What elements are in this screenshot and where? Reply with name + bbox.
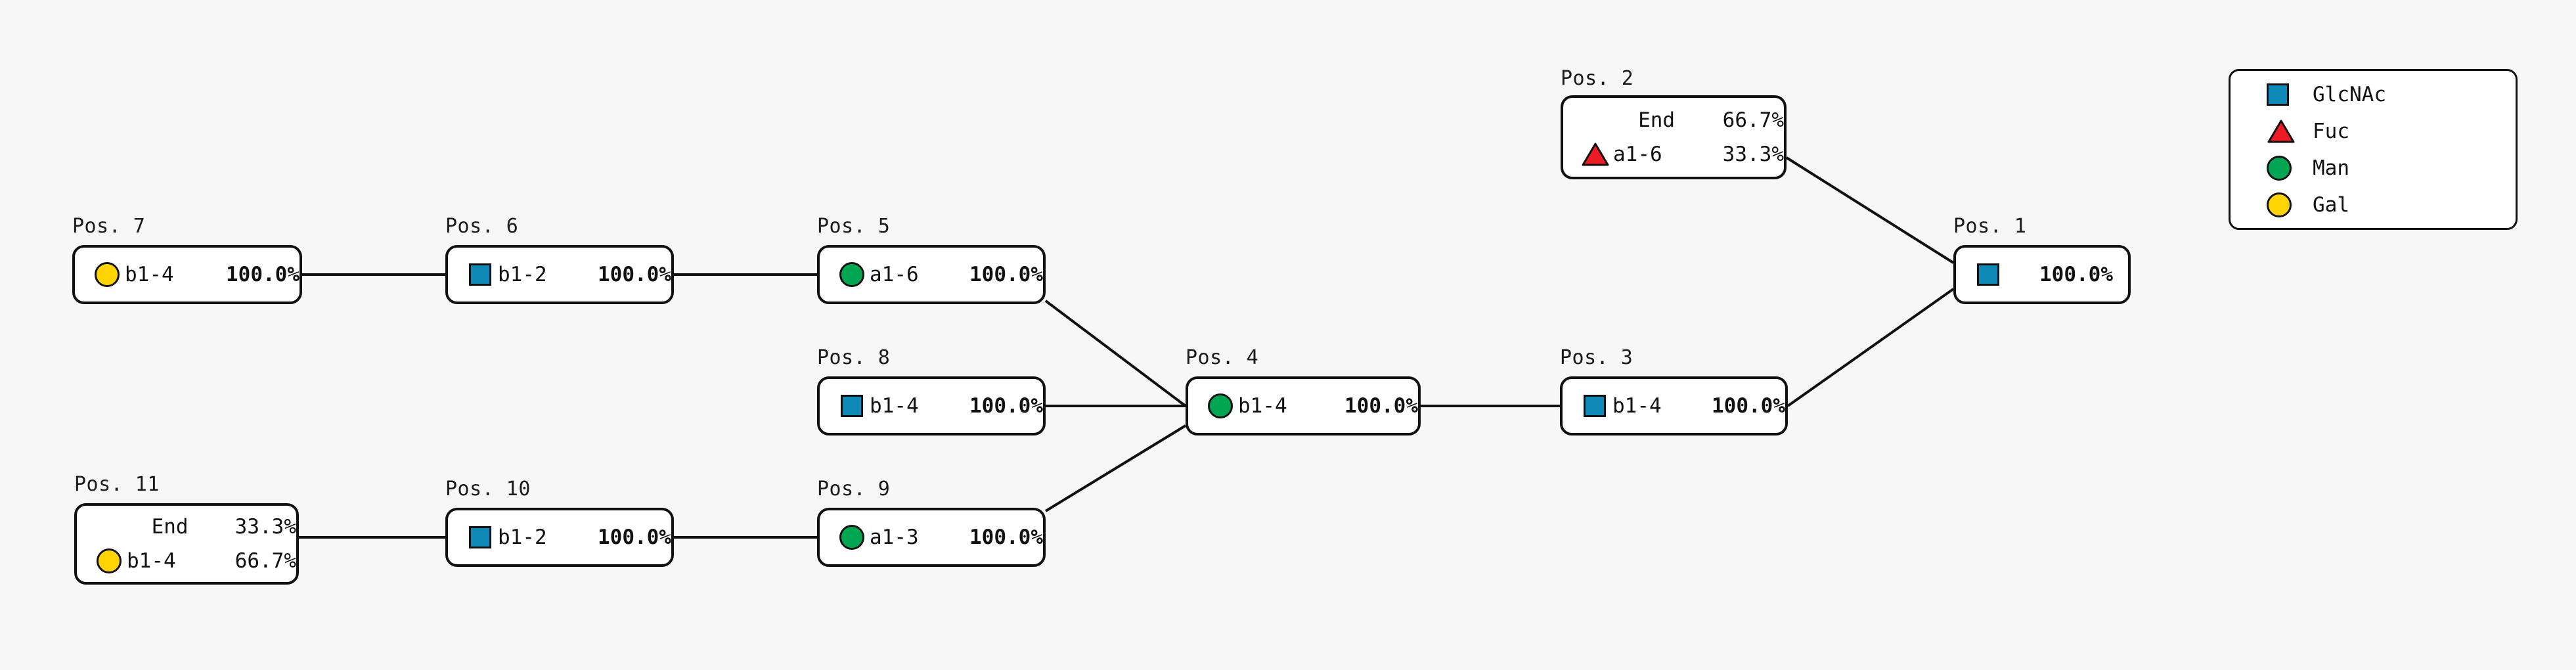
edge-pos9-pos4 [1044,424,1187,512]
percent-value: 100.0% [598,263,671,286]
node-row: b1-4 100.0% [820,388,1043,424]
man-circle-icon [834,259,870,290]
node-pos5[interactable]: a1-6 100.0% [817,245,1046,304]
legend-panel: GlcNAc Fuc Man Gal [2229,69,2518,230]
legend-item-man: Man [2231,150,2516,187]
node-row: b1-4 100.0% [1188,388,1418,424]
percent-value: 100.0% [598,525,671,549]
no-icon [1578,105,1613,135]
node-row: 100.0% [1956,256,2128,293]
node-pos7[interactable]: b1-4 100.0% [72,245,302,304]
percent-value: 100.0% [969,394,1043,418]
linkage-label: b1-4 [1612,394,1662,418]
glcnac-square-icon [834,391,870,421]
node-label-pos3: Pos. 3 [1560,346,1633,369]
legend-item-glcnac: GlcNAc [2231,76,2516,113]
linkage-label: b1-2 [498,525,547,549]
percent-value: 100.0% [2039,263,2113,286]
glcnac-square-icon [1970,259,2006,290]
glcnac-square-icon [2267,83,2313,106]
legend-label: Fuc [2313,119,2349,143]
node-pos6[interactable]: b1-2 100.0% [445,245,674,304]
linkage-label: b1-4 [127,549,176,573]
edge-pos2-pos1 [1785,156,1955,264]
percent-value: 100.0% [226,263,300,286]
edge-pos5-pos4 [1044,300,1187,407]
node-pos4[interactable]: b1-4 100.0% [1186,376,1421,436]
no-icon [91,512,127,542]
node-label-pos6: Pos. 6 [445,215,519,238]
node-row: End 33.3% [77,510,296,544]
fuc-triangle-icon [1578,139,1613,169]
linkage-label: b1-2 [498,263,547,286]
glcnac-square-icon [462,522,498,552]
node-row: b1-4 100.0% [75,256,300,293]
linkage-label: End [1638,108,1676,132]
legend-item-fuc: Fuc [2231,113,2516,150]
fuc-triangle-icon [2267,119,2313,144]
node-pos8[interactable]: b1-4 100.0% [817,376,1046,436]
percent-value: 66.7% [234,549,296,573]
node-row: a1-6 100.0% [820,256,1043,293]
node-row: a1-6 33.3% [1563,137,1784,171]
node-label-pos9: Pos. 9 [817,478,891,501]
glcnac-square-icon [462,259,498,290]
node-label-pos5: Pos. 5 [817,215,891,238]
gal-circle-icon [91,546,127,576]
node-pos10[interactable]: b1-2 100.0% [445,508,674,567]
node-label-pos10: Pos. 10 [445,478,531,501]
node-pos3[interactable]: b1-4 100.0% [1560,376,1788,436]
percent-value: 100.0% [969,263,1043,286]
percent-value: 100.0% [1344,394,1418,418]
edge-pos3-pos1 [1787,288,1955,407]
node-row: b1-2 100.0% [448,256,671,293]
node-pos9[interactable]: a1-3 100.0% [817,508,1046,567]
node-label-pos11: Pos. 11 [74,473,160,496]
node-row: b1-2 100.0% [448,519,671,556]
node-row: b1-4 100.0% [1563,388,1785,424]
man-circle-icon [1203,391,1238,421]
node-label-pos7: Pos. 7 [72,215,146,238]
linkage-label: b1-4 [125,263,174,286]
legend-label: Gal [2313,192,2349,217]
legend-item-gal: Gal [2231,187,2516,223]
linkage-label: a1-6 [870,263,919,286]
linkage-label: a1-3 [870,525,919,549]
glcnac-square-icon [1577,391,1612,421]
linkage-label: b1-4 [1238,394,1287,418]
node-pos11[interactable]: End 33.3% b1-4 66.7% [74,503,299,585]
node-pos1[interactable]: 100.0% [1953,245,2131,304]
gal-circle-icon [2267,192,2313,217]
linkage-label: End [151,515,189,539]
node-label-pos2: Pos. 2 [1561,67,1634,90]
linkage-label: b1-4 [870,394,919,418]
percent-value: 100.0% [1712,394,1785,418]
node-label-pos8: Pos. 8 [817,346,891,369]
percent-value: 33.3% [234,515,296,539]
percent-value: 66.7% [1722,108,1784,132]
node-label-pos1: Pos. 1 [1953,215,2027,238]
man-circle-icon [2267,155,2313,181]
node-label-pos4: Pos. 4 [1186,346,1259,369]
linkage-label: a1-6 [1613,143,1662,166]
node-row: a1-3 100.0% [820,519,1043,556]
man-circle-icon [834,522,870,552]
percent-value: 100.0% [969,525,1043,549]
node-row: End 66.7% [1563,103,1784,137]
node-row: b1-4 66.7% [77,544,296,578]
legend-label: GlcNAc [2313,82,2386,106]
percent-value: 33.3% [1722,143,1784,166]
node-pos2[interactable]: End 66.7% a1-6 33.3% [1561,95,1787,179]
legend-label: Man [2313,156,2349,180]
gal-circle-icon [89,259,125,290]
